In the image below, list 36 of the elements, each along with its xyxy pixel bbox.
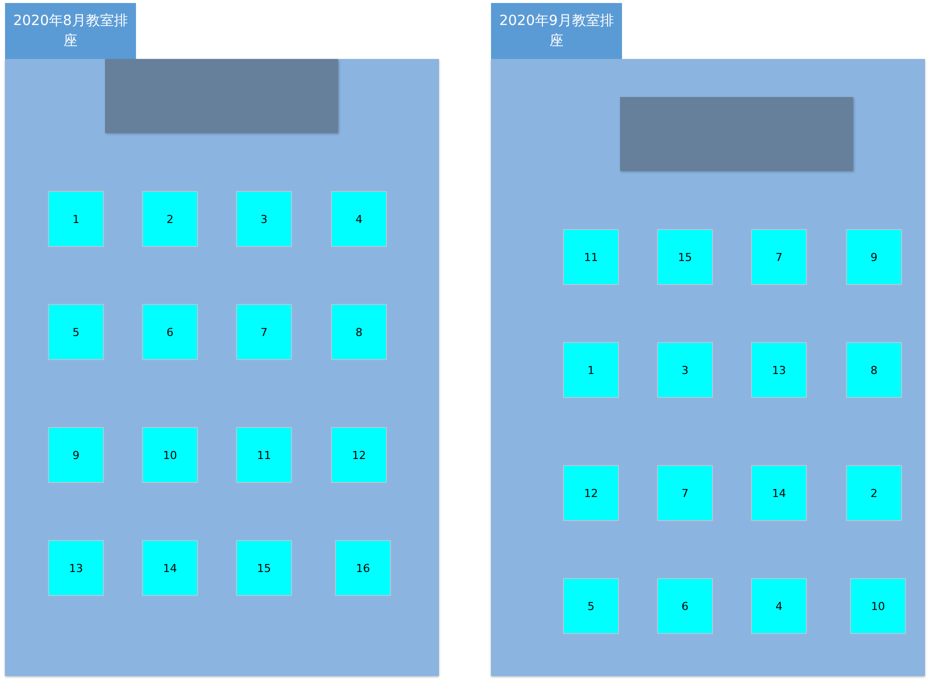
desk: 10 — [850, 578, 906, 634]
desk: 4 — [751, 578, 807, 634]
desk: 9 — [846, 229, 902, 285]
desk: 9 — [48, 427, 104, 483]
desk: 7 — [236, 304, 292, 360]
desk: 12 — [331, 427, 387, 483]
desk: 3 — [657, 342, 713, 398]
desk: 13 — [751, 342, 807, 398]
desk: 10 — [142, 427, 198, 483]
desk: 5 — [48, 304, 104, 360]
desk: 8 — [846, 342, 902, 398]
desk: 11 — [563, 229, 619, 285]
desk: 13 — [48, 540, 104, 596]
desk: 14 — [751, 465, 807, 521]
desk: 7 — [657, 465, 713, 521]
desk: 6 — [142, 304, 198, 360]
title-tab: 2020年8月教室排座 — [5, 3, 136, 59]
desk: 14 — [142, 540, 198, 596]
desk: 11 — [236, 427, 292, 483]
desk: 8 — [331, 304, 387, 360]
desk: 3 — [236, 191, 292, 247]
desk: 15 — [236, 540, 292, 596]
blackboard — [620, 97, 853, 171]
desk: 2 — [142, 191, 198, 247]
desk: 2 — [846, 465, 902, 521]
desk: 15 — [657, 229, 713, 285]
desk: 16 — [335, 540, 391, 596]
desk: 12 — [563, 465, 619, 521]
desk: 5 — [563, 578, 619, 634]
title-tab: 2020年9月教室排座 — [491, 3, 622, 59]
desk: 1 — [563, 342, 619, 398]
blackboard — [105, 59, 338, 133]
desk: 7 — [751, 229, 807, 285]
desk: 4 — [331, 191, 387, 247]
desk: 6 — [657, 578, 713, 634]
desk: 1 — [48, 191, 104, 247]
